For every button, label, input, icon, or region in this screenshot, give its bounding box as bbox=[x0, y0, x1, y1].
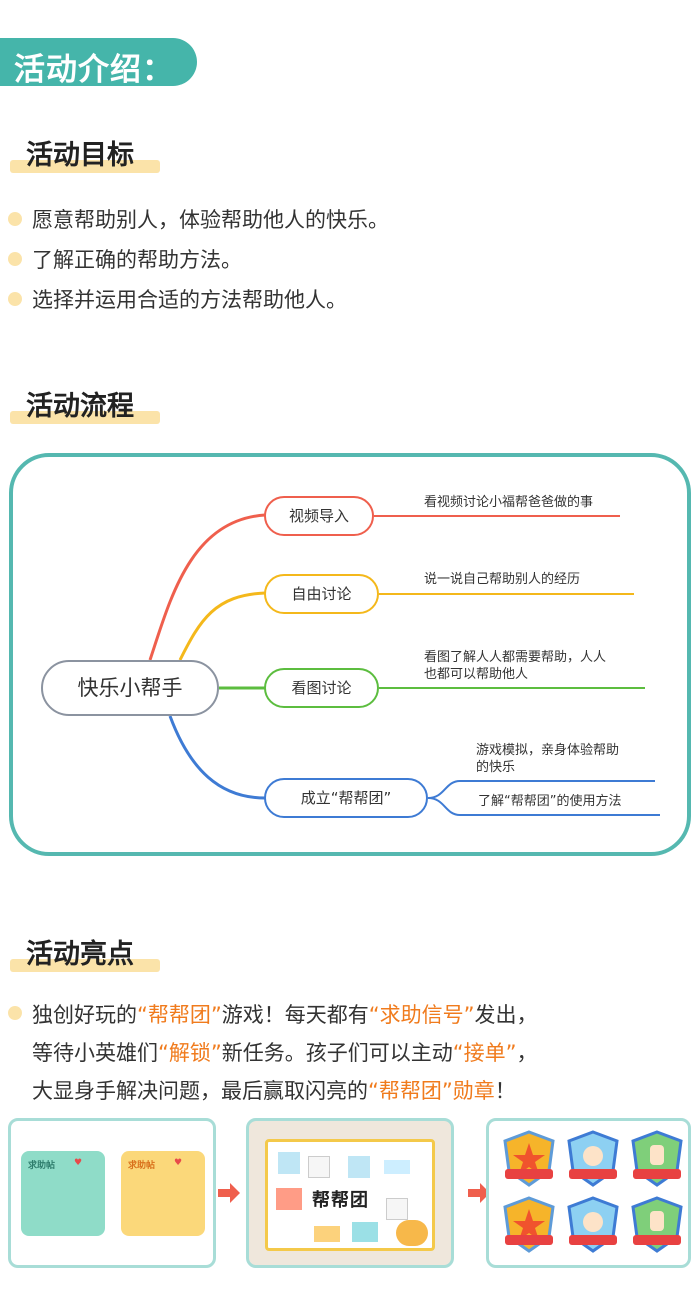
thumb-badge-icon bbox=[631, 1196, 683, 1253]
heart-icon: ♥ bbox=[74, 1158, 83, 1168]
arrow-right-icon bbox=[468, 1183, 490, 1203]
thumb-badge-icon bbox=[631, 1130, 683, 1187]
branch-line-red bbox=[148, 513, 266, 661]
bullet-dot-icon bbox=[8, 252, 22, 266]
step-form-team: 成立“帮帮团” bbox=[264, 778, 428, 818]
board-card bbox=[314, 1226, 340, 1242]
hl-text: 发出， bbox=[474, 1003, 538, 1027]
intro-title: 活动介绍： bbox=[14, 52, 174, 88]
goals-title: 活动目标 bbox=[26, 140, 134, 171]
step-picture-discussion: 看图讨论 bbox=[264, 668, 379, 708]
board: 帮帮团 bbox=[265, 1139, 435, 1251]
board-card bbox=[386, 1198, 408, 1220]
board-card bbox=[278, 1152, 300, 1174]
star-badge-icon bbox=[503, 1196, 555, 1253]
step-free-discussion: 自由讨论 bbox=[264, 574, 379, 614]
goal-item: 选择并运用合适的方法帮助他人。 bbox=[8, 287, 347, 313]
hl-text: 独创好玩的 bbox=[32, 1003, 137, 1027]
step-desc: 的快乐 bbox=[476, 760, 516, 775]
bullet-dot-icon bbox=[8, 1006, 22, 1020]
highlights-paragraph: 独创好玩的“帮帮团”游戏！每天都有“求助信号”发出， 等待小英雄们“解锁”新任务… bbox=[8, 996, 698, 1110]
bullet-dot-icon bbox=[8, 292, 22, 306]
goal-item: 了解正确的帮助方法。 bbox=[8, 247, 242, 273]
desc-branch-blue-2 bbox=[427, 797, 660, 816]
step-desc: 了解“帮帮团”的使用方法 bbox=[478, 794, 622, 809]
board-card bbox=[352, 1222, 378, 1242]
highlights-title: 活动亮点 bbox=[26, 939, 134, 970]
mind-map-root: 快乐小帮手 bbox=[41, 660, 219, 716]
hl-text: ！ bbox=[494, 1079, 516, 1103]
arrow-right-icon bbox=[218, 1183, 240, 1203]
help-notes-image: 求助帖 ♥ 求助帖 ♥ bbox=[8, 1118, 216, 1268]
help-note-card: 求助帖 ♥ bbox=[21, 1151, 105, 1236]
hl-text: 游戏！每天都有 bbox=[221, 1003, 369, 1027]
note-label: 求助帖 bbox=[128, 1161, 156, 1171]
hl-emphasis: “帮帮团”勋章 bbox=[368, 1079, 495, 1103]
goal-text: 了解正确的帮助方法。 bbox=[32, 248, 242, 272]
desc-branch-blue bbox=[427, 780, 655, 799]
goal-text: 选择并运用合适的方法帮助他人。 bbox=[32, 288, 347, 312]
fist-badge-icon bbox=[567, 1196, 619, 1253]
step-desc: 也都可以帮助他人 bbox=[424, 667, 529, 682]
intro-banner: 活动介绍： bbox=[0, 38, 197, 88]
hl-text: ， bbox=[516, 1041, 538, 1065]
board-card bbox=[384, 1160, 410, 1174]
fist-badge-icon bbox=[567, 1130, 619, 1187]
step-desc: 游戏模拟，亲身体验帮助 bbox=[476, 743, 620, 758]
board-card bbox=[308, 1156, 330, 1178]
heart-icon: ♥ bbox=[174, 1158, 183, 1168]
star-badge-icon bbox=[503, 1130, 555, 1187]
help-board-image: 帮帮团 bbox=[246, 1118, 454, 1268]
branch-line-blue bbox=[168, 715, 266, 800]
process-heading: 活动流程 bbox=[10, 384, 160, 424]
board-title: 帮帮团 bbox=[312, 1190, 369, 1211]
step-video-intro: 视频导入 bbox=[264, 496, 374, 536]
hl-emphasis: “接单” bbox=[452, 1041, 517, 1065]
goal-item: 愿意帮助别人，体验帮助他人的快乐。 bbox=[8, 207, 389, 233]
badges-image bbox=[486, 1118, 691, 1268]
board-card bbox=[348, 1156, 370, 1178]
hl-emphasis: “帮帮团” bbox=[137, 1003, 222, 1027]
goals-heading: 活动目标 bbox=[10, 133, 160, 173]
goal-text: 愿意帮助别人，体验帮助他人的快乐。 bbox=[32, 208, 389, 232]
note-label: 求助帖 bbox=[28, 1161, 56, 1171]
board-card bbox=[276, 1188, 302, 1210]
help-note-card: 求助帖 ♥ bbox=[121, 1151, 205, 1236]
step-desc: 看图了解人人都需要帮助，人人 bbox=[424, 650, 607, 665]
hl-text: 新任务。孩子们可以主动 bbox=[221, 1041, 453, 1065]
highlights-heading: 活动亮点 bbox=[10, 932, 160, 972]
bullet-dot-icon bbox=[8, 212, 22, 226]
hl-text: 大显身手解决问题，最后赢取闪亮的 bbox=[32, 1079, 368, 1103]
hl-text: 等待小英雄们 bbox=[32, 1041, 158, 1065]
process-title: 活动流程 bbox=[26, 391, 134, 422]
step-desc: 看视频讨论小福帮爸爸做的事 bbox=[424, 495, 594, 510]
branch-line-yellow bbox=[178, 591, 266, 661]
hl-emphasis: “解锁” bbox=[158, 1041, 222, 1065]
step-desc: 说一说自己帮助别人的经历 bbox=[424, 572, 581, 587]
hl-emphasis: “求助信号” bbox=[368, 1003, 475, 1027]
kids-avatar bbox=[396, 1220, 428, 1246]
